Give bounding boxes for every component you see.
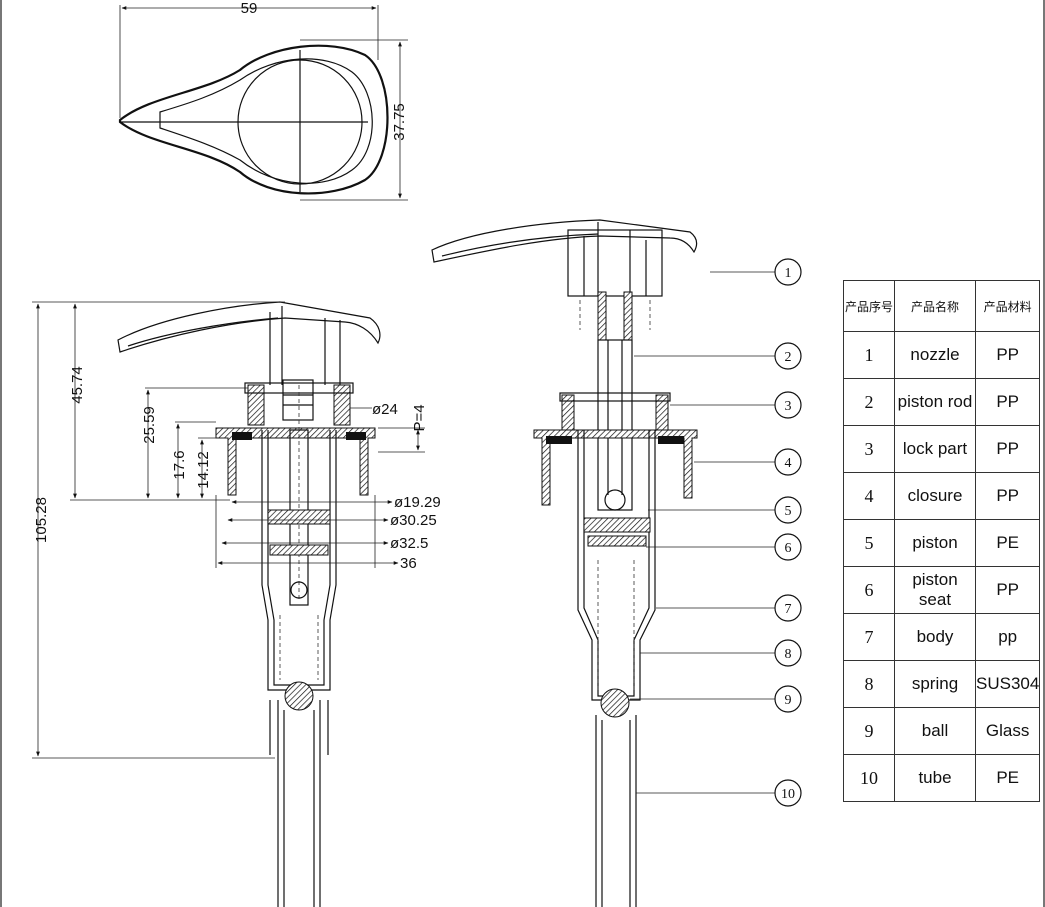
dim-height-17: 17.6	[171, 450, 188, 479]
dim-dia-32: ø32.5	[390, 535, 428, 552]
left-border	[0, 0, 2, 907]
part-name: piston rod	[894, 378, 976, 426]
part-name: tube	[894, 754, 976, 802]
callout-leaders	[630, 271, 775, 794]
part-no: 7	[843, 613, 895, 661]
callout-9: 9	[774, 685, 802, 713]
header-material: 产品材料	[974, 280, 1041, 332]
dim-height-45: 45.74	[69, 366, 86, 404]
dim-top-height: 37.75	[391, 103, 408, 141]
callout-10: 10	[774, 779, 802, 807]
part-material: PP	[974, 425, 1041, 473]
part-no: 3	[843, 425, 895, 473]
part-no: 10	[843, 754, 895, 802]
callout-8: 8	[774, 639, 802, 667]
dim-dia-19: ø19.29	[394, 494, 441, 511]
left-section-view: 105.28 45.74 25.59 17.6 14.12 ø24 P=4 ø1…	[32, 301, 441, 907]
dim-width-36: 36	[400, 555, 417, 572]
svg-text:7: 7	[785, 602, 792, 617]
dim-height-25: 25.59	[141, 406, 158, 444]
part-name: piston	[894, 519, 976, 567]
svg-text:1: 1	[785, 266, 792, 281]
part-material: SUS304	[974, 660, 1041, 708]
dim-dia-30: ø30.25	[390, 512, 437, 529]
part-name: lock part	[894, 425, 976, 473]
svg-text:6: 6	[785, 541, 792, 556]
svg-text:5: 5	[785, 504, 792, 519]
part-no: 5	[843, 519, 895, 567]
spring-coils	[279, 615, 319, 680]
svg-text:2: 2	[785, 350, 792, 365]
dim-total-height: 105.28	[33, 497, 50, 543]
right-border	[1043, 0, 1045, 907]
callout-3: 3	[774, 391, 802, 419]
svg-text:4: 4	[785, 456, 792, 471]
callout-7: 7	[774, 594, 802, 622]
dim-dia-24: ø24	[372, 401, 398, 418]
top-view: 59 37.75	[118, 0, 408, 201]
dim-pitch: P=4	[411, 404, 428, 431]
part-name: ball	[894, 707, 976, 755]
callout-4: 4	[774, 448, 802, 476]
part-name: piston seat	[894, 566, 976, 614]
callout-2: 2	[774, 342, 802, 370]
part-material: PP	[974, 566, 1041, 614]
part-no: 6	[843, 566, 895, 614]
part-material: PE	[974, 754, 1041, 802]
part-material: PP	[974, 331, 1041, 379]
part-no: 4	[843, 472, 895, 520]
part-material: PP	[974, 472, 1041, 520]
header-part-name: 产品名称	[894, 280, 976, 332]
part-name: body	[894, 613, 976, 661]
callout-5: 5	[774, 496, 802, 524]
svg-text:3: 3	[785, 399, 792, 414]
part-name: closure	[894, 472, 976, 520]
svg-text:8: 8	[785, 647, 792, 662]
callout-6: 6	[774, 533, 802, 561]
part-no: 2	[843, 378, 895, 426]
part-material: PP	[974, 378, 1041, 426]
callout-1: 1	[774, 258, 802, 286]
part-material: PE	[974, 519, 1041, 567]
header-part-no: 产品序号	[843, 280, 895, 332]
right-section-view: 1 2 3 4 5 6 7 8 9 10	[431, 219, 802, 907]
part-material: pp	[974, 613, 1041, 661]
svg-text:9: 9	[785, 693, 792, 708]
table-header-row: 产品序号 产品名称 产品材料	[843, 280, 1041, 332]
part-no: 1	[843, 331, 895, 379]
part-no: 8	[843, 660, 895, 708]
part-name: spring	[894, 660, 976, 708]
part-material: Glass	[974, 707, 1041, 755]
dim-height-14: 14.12	[195, 451, 212, 489]
part-no: 9	[843, 707, 895, 755]
dim-top-width: 59	[241, 0, 258, 17]
part-name: nozzle	[894, 331, 976, 379]
svg-text:10: 10	[781, 787, 795, 802]
